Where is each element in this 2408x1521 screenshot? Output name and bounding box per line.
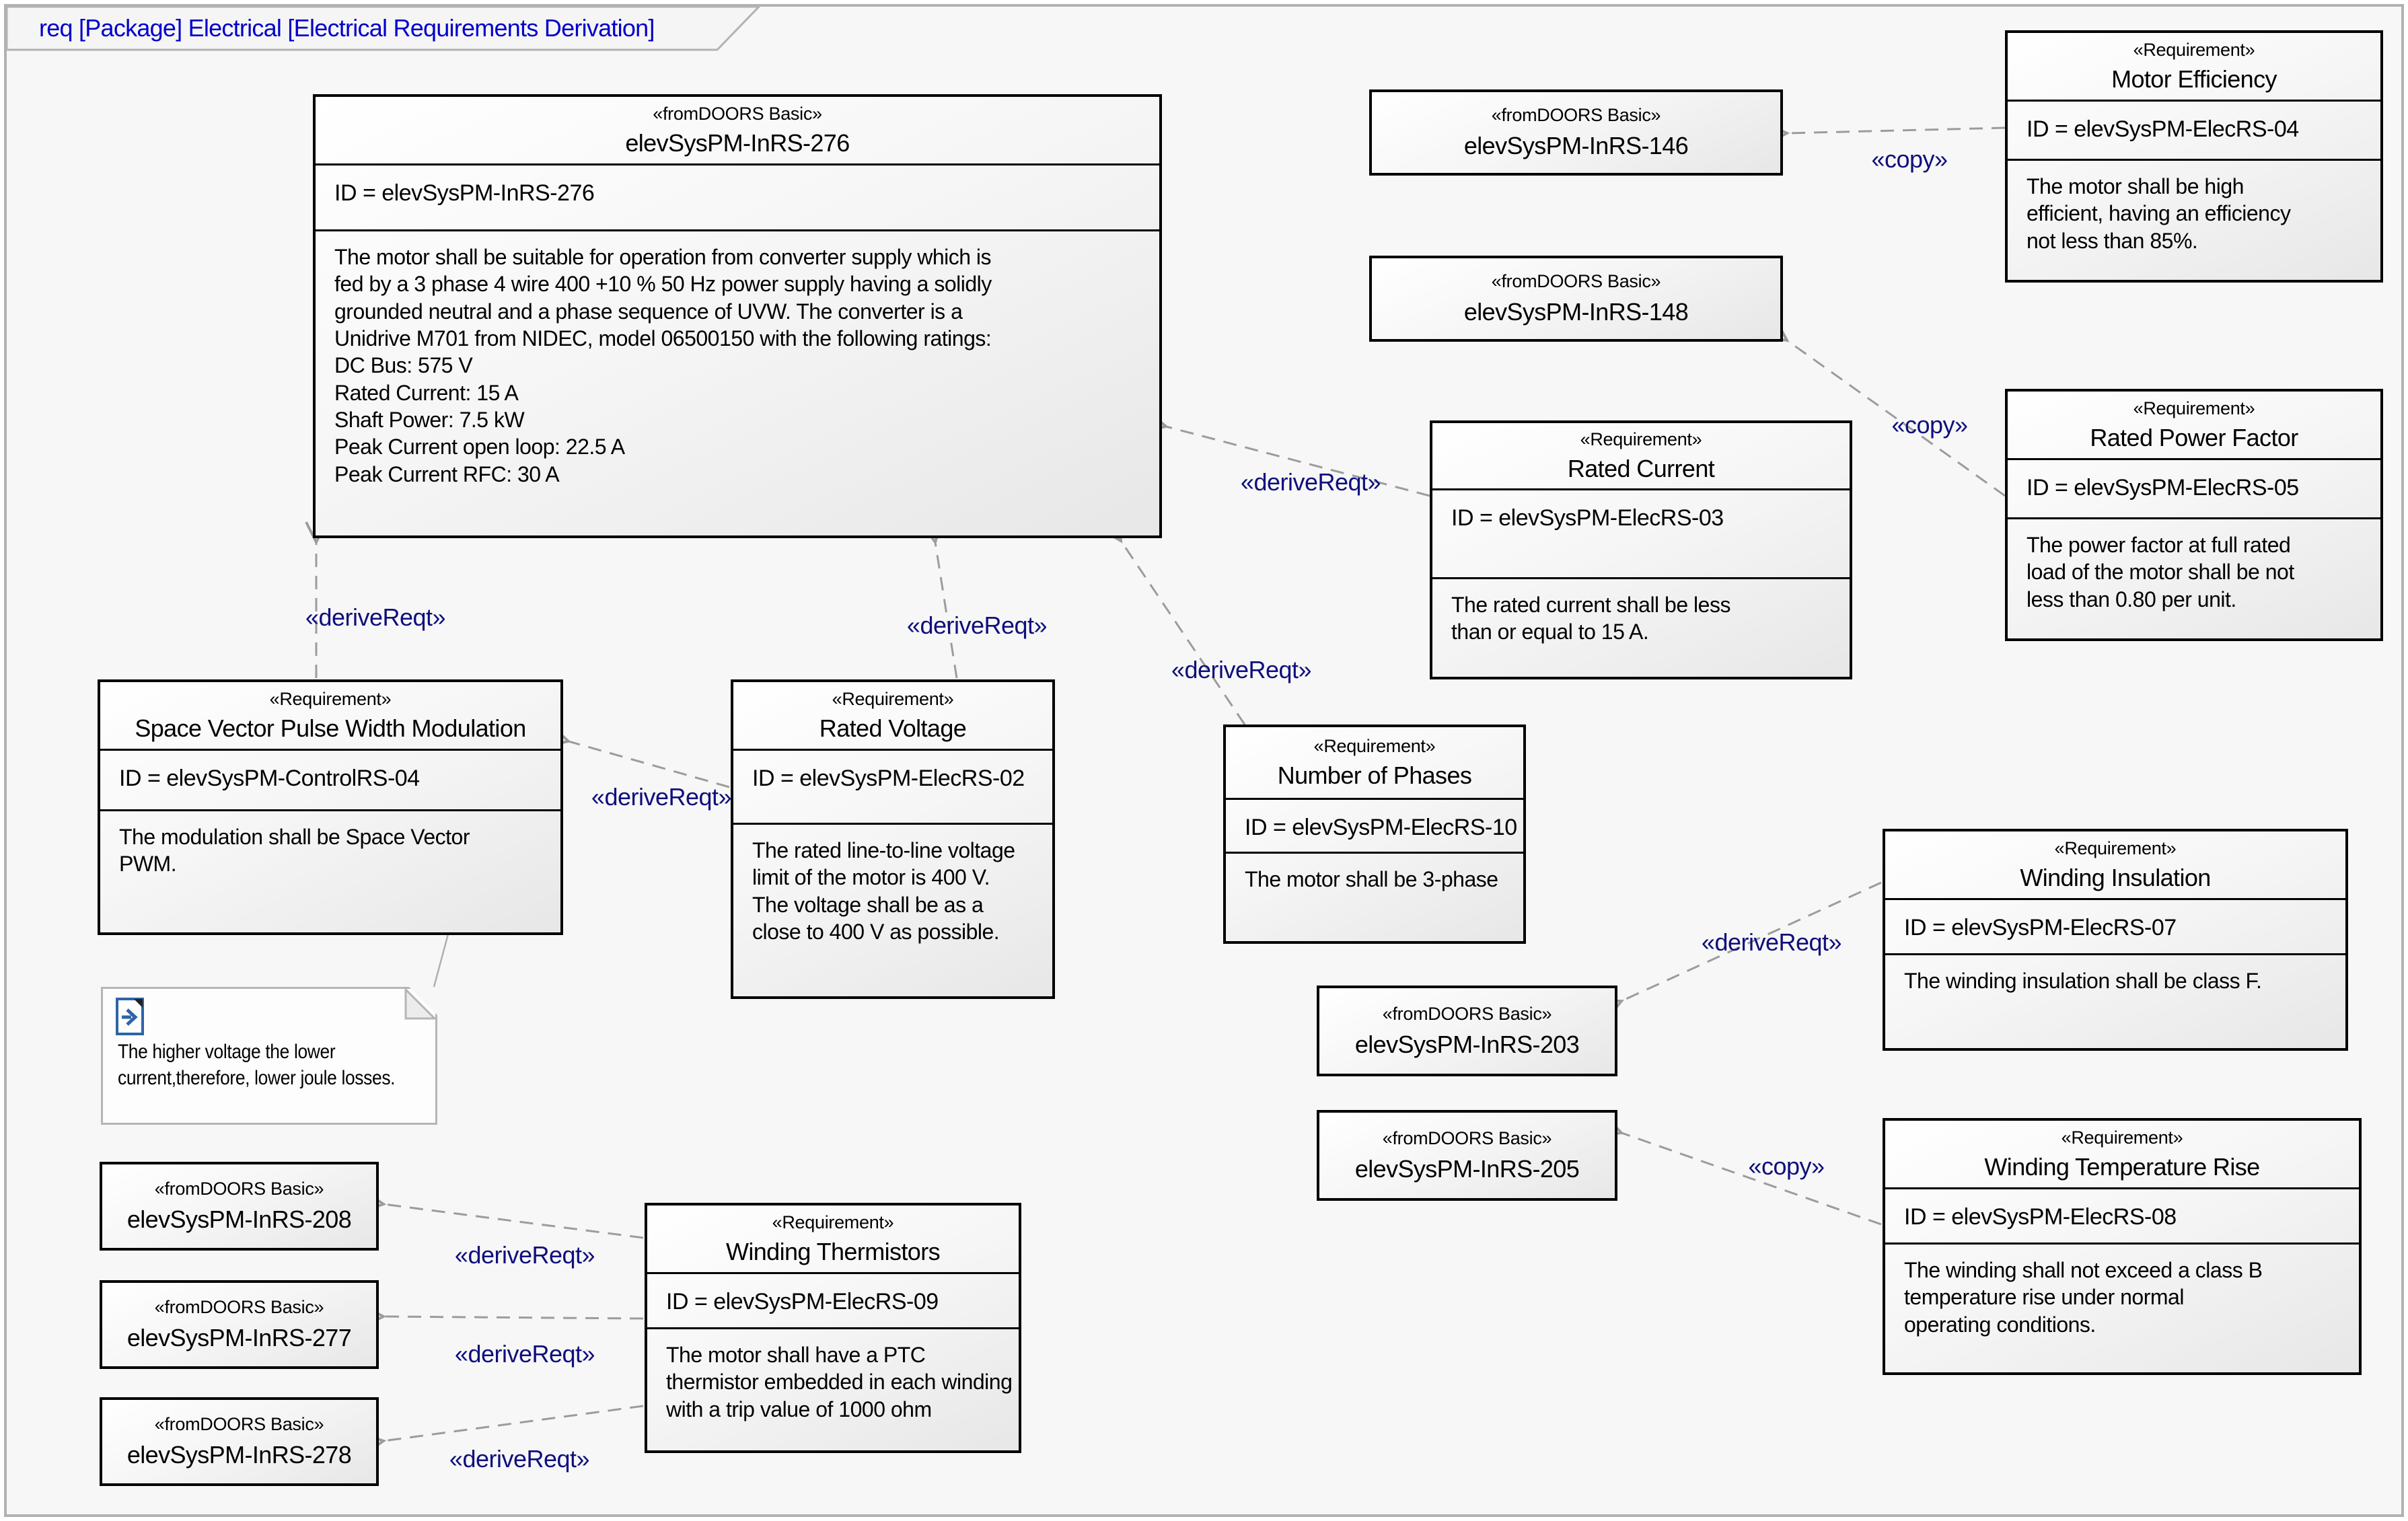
text-compartment: The winding shall not exceed a class B t… [1904,1258,2263,1337]
box-name: Rated Power Factor [2090,423,2298,451]
stereotype: «fromDOORS Basic» [653,103,822,124]
connector-label-copy: «copy» [1871,145,1948,173]
box-name: elevSysPM-InRS-146 [1463,132,1689,159]
requirement-box-svpwm[interactable]: «Requirement» Space Vector Pulse Width M… [98,679,563,935]
box-name: Rated Voltage [819,714,967,742]
text-compartment: The power factor at full rated load of t… [2027,533,2294,611]
text-compartment: The modulation shall be Space Vector PWM… [119,825,470,877]
doors-box-inrs148[interactable]: «fromDOORS Basic» elevSysPM-InRS-148 [1369,256,1783,342]
box-name: elevSysPM-InRS-203 [1354,1030,1580,1058]
requirement-box-motor-efficiency[interactable]: «Requirement» Motor Efficiency ID = elev… [2005,30,2383,283]
connector-label-derivereqt: «deriveReqt» [454,1340,595,1368]
connector-label-derivereqt: «deriveReqt» [1240,468,1381,496]
stereotype: «Requirement» [772,1212,894,1232]
stereotype: «fromDOORS Basic» [1491,105,1661,125]
box-name: Rated Current [1567,454,1715,482]
doors-box-inrs146[interactable]: «fromDOORS Basic» elevSysPM-InRS-146 [1369,89,1783,176]
stereotype: «Requirement» [1313,735,1436,756]
stereotype: «Requirement» [2133,398,2255,418]
note-comment[interactable]: The higher voltage the lower current,the… [101,987,437,1125]
stereotype: «Requirement» [269,688,392,709]
id-compartment: ID = elevSysPM-ElecRS-10 [1226,800,1523,854]
id-compartment: ID = elevSysPM-ElecRS-05 [2008,460,2380,519]
requirement-box-rated-current[interactable]: «Requirement» Rated Current ID = elevSys… [1430,420,1852,679]
doors-box-inrs203[interactable]: «fromDOORS Basic» elevSysPM-InRS-203 [1317,986,1617,1076]
id-compartment: ID = elevSysPM-InRS-276 [316,165,1159,231]
note-arrow-icon [115,997,146,1036]
doors-box-inrs278[interactable]: «fromDOORS Basic» elevSysPM-InRS-278 [100,1397,379,1486]
id-compartment: ID = elevSysPM-ElecRS-03 [1432,490,1850,579]
stereotype: «fromDOORS Basic» [1382,1127,1552,1148]
text-compartment: The motor shall be 3-phase [1245,867,1498,891]
box-name: elevSysPM-InRS-277 [126,1324,352,1351]
stereotype: «Requirement» [2133,39,2255,60]
box-name: elevSysPM-InRS-208 [126,1205,352,1233]
stereotype: «fromDOORS Basic» [154,1179,324,1199]
box-name: elevSysPM-InRS-276 [625,128,850,157]
id-compartment: ID = elevSysPM-ElecRS-04 [2008,102,2380,161]
box-name: Space Vector Pulse Width Modulation [135,714,526,742]
connector-label-derivereqt: «deriveReqt» [449,1445,590,1473]
id-compartment: ID = elevSysPM-ElecRS-09 [647,1274,1019,1329]
text-compartment: The rated line-to-line voltage limit of … [752,838,1015,944]
box-name: Winding Insulation [2020,863,2211,891]
connector-label-copy: «copy» [1891,411,1968,439]
note-text: The higher voltage the lower current,the… [118,1041,396,1089]
box-name: Motor Efficiency [2111,65,2277,93]
text-compartment: The motor shall be high efficient, havin… [2027,174,2291,253]
stereotype: «Requirement» [2061,1127,2183,1148]
connector-copy-motoreff-to-inrs146[interactable] [1765,122,2006,145]
requirement-box-winding-temperature-rise[interactable]: «Requirement» Winding Temperature Rise I… [1883,1118,2362,1375]
stereotype: «Requirement» [1580,429,1702,449]
connector-derive-ratedvoltage-to-inrs276[interactable] [920,520,958,679]
connector-label-copy: «copy» [1748,1152,1825,1180]
connector-derive-ratedcurrent-to-inrs276[interactable] [1143,410,1430,497]
requirement-box-number-of-phases[interactable]: «Requirement» Number of Phases ID = elev… [1223,725,1526,944]
id-compartment: ID = elevSysPM-ElecRS-02 [733,751,1052,825]
requirement-box-rated-power-factor[interactable]: «Requirement» Rated Power Factor ID = el… [2005,389,2383,641]
stereotype: «fromDOORS Basic» [1491,271,1661,291]
connector-label-derivereqt: «deriveReqt» [305,603,446,631]
box-name: Number of Phases [1277,761,1472,789]
requirement-box-winding-insulation[interactable]: «Requirement» Winding Insulation ID = el… [1883,829,2348,1051]
connector-copy-windingtemp-to-inrs205[interactable] [1599,1115,1882,1226]
doors-box-inrs276[interactable]: «fromDOORS Basic» elevSysPM-InRS-276 ID … [313,94,1162,538]
stereotype: «fromDOORS Basic» [154,1297,324,1317]
connector-derive-windingins-to-inrs203[interactable] [1599,881,1882,1020]
box-name: elevSysPM-InRS-148 [1463,298,1689,326]
doors-box-inrs205[interactable]: «fromDOORS Basic» elevSysPM-InRS-205 [1317,1110,1617,1201]
text-compartment: The rated current shall be less than or … [1451,593,1730,644]
connector-label-derivereqt: «deriveReqt» [1701,928,1842,956]
requirement-box-rated-voltage[interactable]: «Requirement» Rated Voltage ID = elevSys… [731,679,1055,999]
stereotype: «Requirement» [832,688,954,709]
connector-label-derivereqt: «deriveReqt» [591,783,732,811]
connector-derive-numphases-to-inrs276[interactable] [1100,518,1246,725]
frame-title-tab [5,5,762,51]
box-name: Winding Thermistors [725,1237,941,1265]
id-compartment: ID = elevSysPM-ElecRS-08 [1885,1189,2359,1245]
box-name: elevSysPM-InRS-205 [1354,1154,1580,1183]
connector-copy-ratedpf-to-inrs148[interactable] [1764,320,2006,497]
requirement-box-winding-thermistors[interactable]: «Requirement» Winding Thermistors ID = e… [645,1203,1021,1453]
connector-label-derivereqt: «deriveReqt» [1171,656,1312,683]
doors-box-inrs277[interactable]: «fromDOORS Basic» elevSysPM-InRS-277 [100,1280,379,1369]
text-compartment: The motor shall have a PTC thermistor em… [666,1343,1013,1421]
connector-label-derivereqt: «deriveReqt» [454,1241,595,1269]
id-compartment: ID = elevSysPM-ElecRS-07 [1885,900,2345,955]
frame-title: req [Package] Electrical [Electrical Req… [39,14,655,42]
stereotype: «fromDOORS Basic» [154,1414,324,1434]
box-name: elevSysPM-InRS-278 [126,1441,352,1469]
text-compartment: The winding insulation shall be class F. [1904,969,2262,993]
stereotype: «Requirement» [2054,838,2177,858]
connector-derive-ratedvoltage-to-svpwm[interactable] [546,725,730,788]
doors-box-inrs208[interactable]: «fromDOORS Basic» elevSysPM-InRS-208 [100,1162,379,1251]
note-fold-corner [404,989,435,1020]
text-compartment: The motor shall be suitable for operatio… [334,245,992,486]
id-compartment: ID = elevSysPM-ControlRS-04 [100,751,560,811]
connector-label-derivereqt: «deriveReqt» [906,611,1048,639]
box-name: Winding Temperature Rise [1984,1152,2260,1181]
stereotype: «fromDOORS Basic» [1382,1003,1552,1024]
